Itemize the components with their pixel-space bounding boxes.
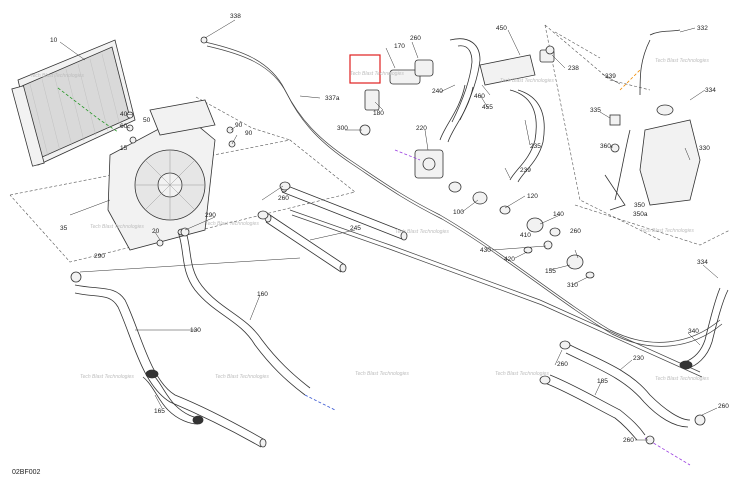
watermark: Tech Blast Technologies [80,374,134,380]
watermark: Tech Blast Technologies [655,376,709,382]
label-50: 50 [143,117,151,124]
label-140: 140 [553,211,564,218]
hose-230 [565,344,706,428]
label-334-a: 334 [705,87,716,94]
label-260-d: 260 [557,361,568,368]
label-340: 340 [688,328,699,335]
label-160: 160 [257,291,268,298]
diagram-code: 02BF002 [12,469,41,476]
label-245: 245 [350,225,361,232]
long-coolant-pipes [204,41,723,378]
label-260-f: 260 [718,403,729,410]
label-450: 450 [496,25,507,32]
hose-340 [679,287,729,370]
hose-165 [142,369,204,425]
tube-200 [280,183,408,241]
watermark: Tech Blast Technologies [355,371,409,377]
label-155: 155 [545,268,556,275]
label-339: 339 [605,73,616,80]
hose-130 [74,284,267,448]
label-15: 15 [120,145,128,152]
label-455: 455 [482,104,493,111]
label-410: 410 [520,232,531,239]
label-350: 350 [634,202,645,209]
watermark: Tech Blast Technologies [30,73,84,79]
label-332: 332 [697,25,708,32]
label-238: 238 [568,65,579,72]
label-240: 240 [432,88,443,95]
watermark: Tech Blast Technologies [205,221,259,227]
label-260-b: 260 [410,35,421,42]
label-310: 310 [567,282,578,289]
label-90-b: 90 [245,130,253,137]
label-185: 185 [597,378,608,385]
watermark: Tech Blast Technologies [395,229,449,235]
label-40: 40 [120,111,128,118]
thermostat-assembly [364,38,481,179]
leader-lines [59,19,719,441]
highlight-box [349,54,381,84]
label-430: 430 [480,247,491,254]
watermark: Tech Blast Technologies [495,371,549,377]
watermark: Tech Blast Technologies [500,78,554,84]
label-338: 338 [230,13,241,20]
label-35: 35 [60,225,68,232]
label-220: 220 [416,125,427,132]
watermark: Tech Blast Technologies [90,224,144,230]
label-300: 300 [337,125,348,132]
label-260-e: 260 [623,437,634,444]
label-334-b: 334 [697,259,708,266]
label-335: 335 [590,107,601,114]
label-260-c: 260 [570,228,581,235]
watermark: Tech Blast Technologies [655,58,709,64]
bracket-450 [479,49,555,183]
fan-shroud [107,99,236,251]
label-90: 90 [235,122,243,129]
label-235: 235 [530,143,541,150]
tube-245 [264,213,347,273]
label-420: 420 [504,256,515,263]
watermarks: Tech Blast Technologies Tech Blast Techn… [30,58,709,382]
hose-185 [544,374,691,466]
label-230: 230 [633,355,644,362]
label-350a: 350a [633,211,648,218]
label-120: 120 [527,193,538,200]
watermark: Tech Blast Technologies [640,228,694,234]
label-20: 20 [152,228,160,235]
radiator [11,39,136,167]
label-337a: 337a [325,95,340,102]
label-100: 100 [453,209,464,216]
label-165: 165 [154,408,165,415]
label-170: 170 [394,43,405,50]
label-60: 60 [120,123,128,130]
label-180: 180 [373,110,384,117]
coolant-reservoir [604,29,701,211]
watermark: Tech Blast Technologies [350,71,404,77]
label-260-a: 260 [278,195,289,202]
label-290-b: 290 [205,212,216,219]
hose-160 [177,228,336,411]
label-330: 330 [699,145,710,152]
part-number-labels: 10 15 20 40 50 60 90 90 35 290 290 338 3… [50,13,729,444]
label-460: 460 [474,93,485,100]
label-239: 239 [520,167,531,174]
label-10: 10 [50,37,58,44]
label-360: 360 [600,143,611,150]
label-290-a: 290 [94,253,105,260]
label-130: 130 [190,327,201,334]
watermark: Tech Blast Technologies [215,374,269,380]
